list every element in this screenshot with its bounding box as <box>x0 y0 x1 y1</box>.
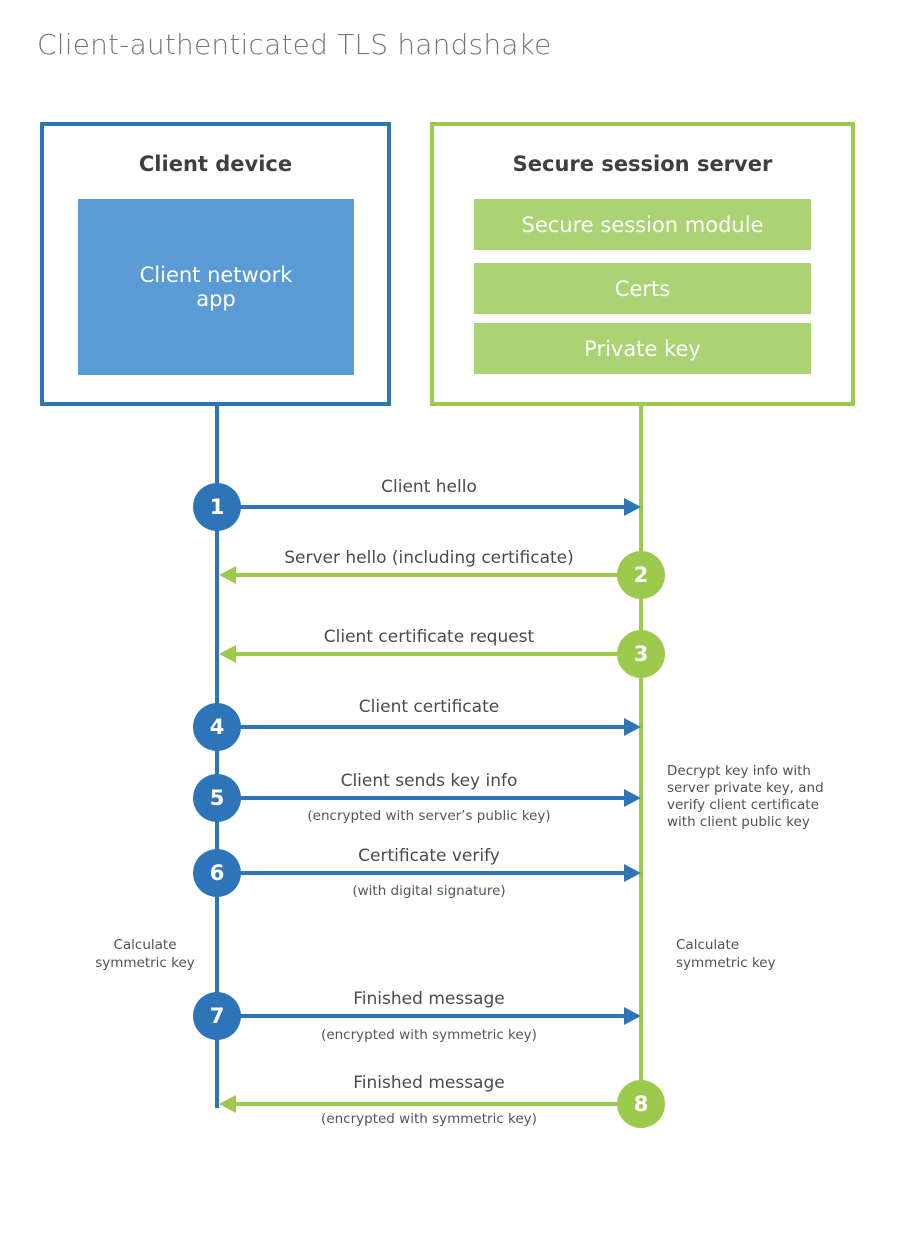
client-device-box: Client device Client network app <box>40 122 391 406</box>
step-6-circle: 6 <box>193 849 241 897</box>
secure-session-server-title: Secure session server <box>512 152 773 176</box>
arrow-8-arrowhead-icon <box>219 1095 236 1113</box>
arrow-3-label: Client certificate request <box>323 627 535 647</box>
server-lifeline <box>639 404 643 1104</box>
client-network-app-box: Client network app <box>78 199 354 375</box>
step-1-circle: 1 <box>193 483 241 531</box>
arrow-4-line <box>217 725 626 729</box>
calculate-symmetric-key-note-server: Calculate symmetric key <box>676 937 776 971</box>
calculate-symmetric-key-note-client: Calculate symmetric key <box>95 937 195 971</box>
arrow-6-label: Certificate verify <box>358 846 500 866</box>
arrow-7-arrowhead-icon <box>624 1007 641 1025</box>
arrow-1-arrowhead-icon <box>624 498 641 516</box>
step-5-circle: 5 <box>193 774 241 822</box>
arrow-3-line <box>236 652 641 656</box>
step-2-circle: 2 <box>617 551 665 599</box>
arrow-7-line <box>217 1014 626 1018</box>
arrow-6-line <box>217 871 626 875</box>
arrow-8-line <box>236 1102 641 1106</box>
step-8-circle: 8 <box>617 1080 665 1128</box>
arrow-6-sublabel: (with digital signature) <box>352 883 506 899</box>
arrow-6-arrowhead-icon <box>624 864 641 882</box>
arrow-1-line <box>217 505 626 509</box>
server-module-private-key: Private key <box>474 323 811 374</box>
server-module-certs: Certs <box>474 263 811 314</box>
arrow-1-label: Client hello <box>381 477 477 497</box>
arrow-7-sublabel: (encrypted with symmetric key) <box>321 1027 537 1043</box>
arrow-7-label: Finished message <box>353 989 505 1009</box>
arrow-5-label: Client sends key info <box>340 771 518 791</box>
step-4-circle: 4 <box>193 703 241 751</box>
arrow-2-arrowhead-icon <box>219 566 236 584</box>
arrow-4-arrowhead-icon <box>624 718 641 736</box>
page-title: Client-authenticated TLS handshake <box>37 28 552 61</box>
secure-session-server-box: Secure session server Secure session mod… <box>430 122 855 406</box>
arrow-5-arrowhead-icon <box>624 789 641 807</box>
arrow-4-label: Client certificate <box>358 697 500 717</box>
step-7-circle: 7 <box>193 992 241 1040</box>
decrypt-key-note: Decrypt key info with server private key… <box>667 763 824 830</box>
arrow-2-label: Server hello (including certificate) <box>284 548 574 568</box>
arrow-3-arrowhead-icon <box>219 645 236 663</box>
arrow-8-label: Finished message <box>353 1073 505 1093</box>
client-lifeline <box>215 404 219 1108</box>
arrow-8-sublabel: (encrypted with symmetric key) <box>321 1111 537 1127</box>
arrow-2-line <box>236 573 641 577</box>
step-3-circle: 3 <box>617 630 665 678</box>
arrow-5-sublabel: (encrypted with server’s public key) <box>307 808 551 824</box>
server-module-secure-session: Secure session module <box>474 199 811 250</box>
arrow-5-line <box>217 796 626 800</box>
client-device-title: Client device <box>138 152 293 176</box>
